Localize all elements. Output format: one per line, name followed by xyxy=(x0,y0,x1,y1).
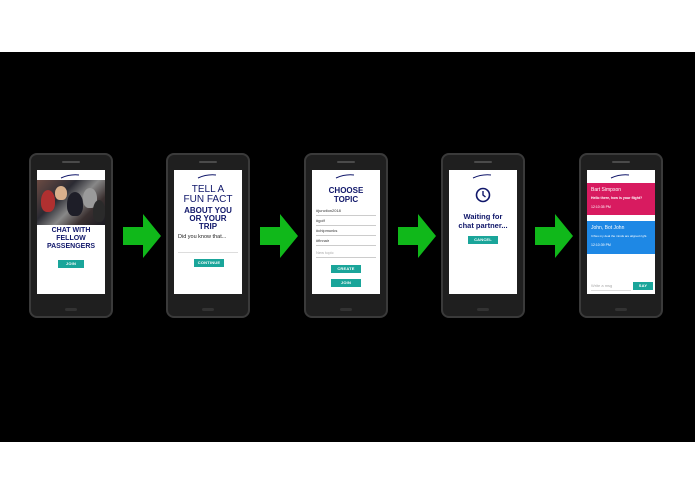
passengers-photo xyxy=(37,180,105,225)
message-time: 12:10:35 PM xyxy=(591,205,611,209)
top-bar xyxy=(312,170,380,182)
title-line: TELL A xyxy=(191,184,225,195)
screen-chat: Bart Simpson Hello there, how is your fl… xyxy=(587,170,655,294)
title-line: PASSENGERS xyxy=(46,243,96,250)
message-text: It flies my deal the minds are aligned r… xyxy=(591,234,648,238)
sender-name: Bart Simpson xyxy=(591,187,622,193)
phone-speaker xyxy=(474,161,492,163)
arrow-right-icon xyxy=(123,214,161,258)
title-line: FELLOW xyxy=(56,235,86,242)
screen-choose-topic: CHOOSE TOPIC #junction2018 #golf #chipmu… xyxy=(312,170,380,294)
join-button[interactable]: JOIN xyxy=(331,279,361,287)
title-line: TOPIC xyxy=(333,195,359,204)
phone-waiting: Waiting for chat partner... CANCEL xyxy=(441,153,525,318)
home-button[interactable] xyxy=(202,308,214,311)
topic-item[interactable]: #finnair xyxy=(316,237,376,246)
create-button[interactable]: CREATE xyxy=(331,265,361,273)
top-bar xyxy=(449,170,517,182)
topic-item[interactable]: #chipmunks xyxy=(316,227,376,236)
airline-logo-icon xyxy=(334,173,356,180)
cancel-button[interactable]: CANCEL xyxy=(468,236,498,244)
title-line: CHOOSE xyxy=(328,186,364,195)
fact-input-label: Did you know that... xyxy=(178,234,227,240)
screen-fun-fact: TELL A FUN FACT ABOUT YOU OR YOUR TRIP D… xyxy=(174,170,242,294)
home-button[interactable] xyxy=(340,308,352,311)
subtitle-line: OR YOUR xyxy=(189,214,227,223)
title-line: CHAT WITH xyxy=(51,227,91,234)
phone-speaker xyxy=(612,161,630,163)
topic-item[interactable]: #junction2018 xyxy=(316,207,376,216)
join-button[interactable]: JOIN xyxy=(58,260,84,268)
airline-logo-icon xyxy=(609,173,631,180)
message-input[interactable]: Write a msg xyxy=(591,282,631,291)
screen-waiting: Waiting for chat partner... CANCEL xyxy=(449,170,517,294)
home-button[interactable] xyxy=(477,308,489,311)
home-button[interactable] xyxy=(65,308,77,311)
message-text: Hello there, how is your flight? xyxy=(591,196,643,200)
phone-chat-intro: CHAT WITH FELLOW PASSENGERS JOIN xyxy=(29,153,113,318)
subtitle-line: ABOUT YOU xyxy=(184,206,232,215)
clock-icon xyxy=(475,187,491,203)
phone-choose-topic: CHOOSE TOPIC #junction2018 #golf #chipmu… xyxy=(304,153,388,318)
airline-logo-icon xyxy=(471,173,493,180)
airline-logo-icon xyxy=(59,173,81,180)
arrow-right-icon xyxy=(398,214,436,258)
top-bar xyxy=(37,170,105,182)
subtitle-line: TRIP xyxy=(198,222,218,231)
waiting-line: Waiting for xyxy=(463,212,503,221)
message-bubble-incoming: Bart Simpson Hello there, how is your fl… xyxy=(587,183,655,215)
fact-input[interactable] xyxy=(178,242,238,253)
waiting-line: chat partner... xyxy=(458,221,508,230)
top-bar xyxy=(174,170,242,182)
phone-speaker xyxy=(199,161,217,163)
phone-speaker xyxy=(62,161,80,163)
airline-logo-icon xyxy=(196,173,218,180)
message-bubble-outgoing: John, Bot John It flies my deal the mind… xyxy=(587,221,655,254)
topic-item[interactable]: #golf xyxy=(316,217,376,226)
message-time: 12:10:39 PM xyxy=(591,243,611,247)
say-button[interactable]: SAY xyxy=(633,282,653,290)
arrow-right-icon xyxy=(260,214,298,258)
sender-name: John, Bot John xyxy=(591,225,625,231)
home-button[interactable] xyxy=(615,308,627,311)
arrow-right-icon xyxy=(535,214,573,258)
phone-speaker xyxy=(337,161,355,163)
screen-chat-intro: CHAT WITH FELLOW PASSENGERS JOIN xyxy=(37,170,105,294)
continue-button[interactable]: CONTINUE xyxy=(194,259,224,267)
top-bar xyxy=(587,170,655,182)
title-line: FUN FACT xyxy=(183,194,233,205)
phone-chat: Bart Simpson Hello there, how is your fl… xyxy=(579,153,663,318)
new-topic-input[interactable]: New topic xyxy=(316,249,376,258)
phone-fun-fact: TELL A FUN FACT ABOUT YOU OR YOUR TRIP D… xyxy=(166,153,250,318)
